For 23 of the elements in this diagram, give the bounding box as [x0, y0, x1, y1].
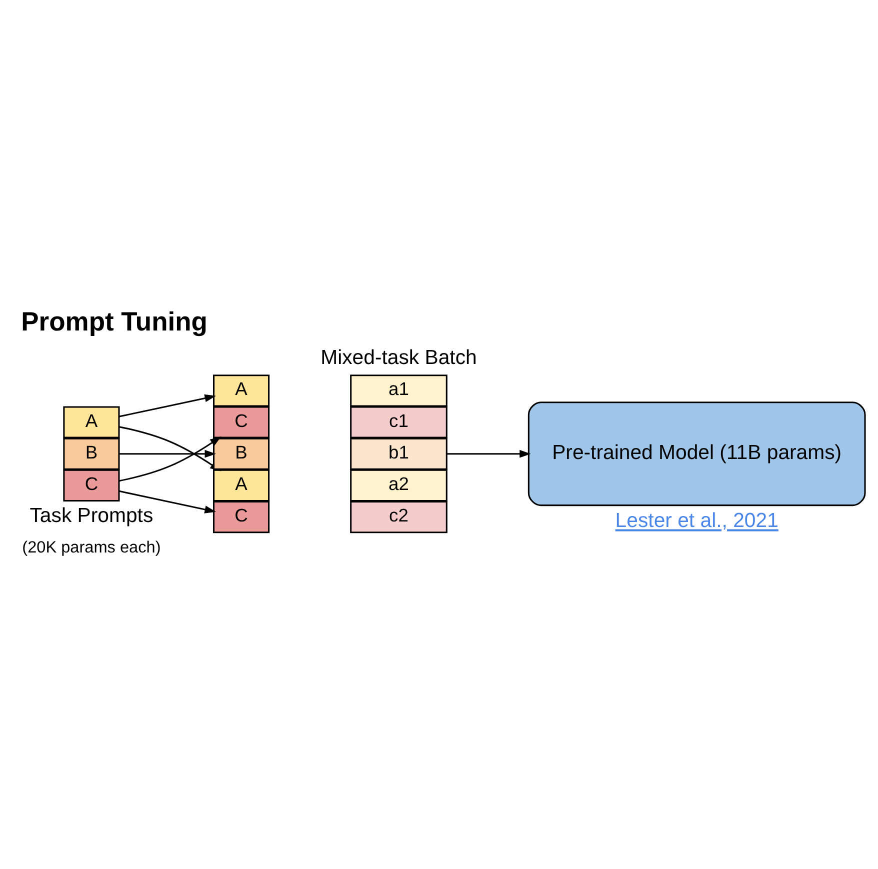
node-box: a1	[350, 374, 448, 406]
node-box: B	[213, 437, 270, 470]
node-box: a2	[350, 468, 448, 501]
arrow	[446, 449, 531, 458]
node-box: C	[63, 468, 120, 501]
label: (20K params each)	[22, 538, 161, 556]
arrow	[119, 490, 216, 513]
caption: Lester et al., 2021	[615, 510, 778, 532]
node-box: c1	[350, 406, 448, 438]
node-box: Pre-trained Model (11B params)	[528, 401, 866, 506]
node-box: c2	[350, 500, 448, 533]
node-box: b1	[350, 437, 448, 470]
node-box: A	[213, 374, 270, 406]
node-box: B	[63, 437, 120, 470]
label: Task Prompts	[30, 504, 154, 527]
arrow	[119, 394, 216, 417]
diagram-title: Prompt Tuning	[21, 306, 208, 336]
node-box: C	[213, 500, 270, 533]
node-box: A	[213, 468, 270, 501]
label: Mixed-task Batch	[320, 346, 477, 369]
arrow	[119, 449, 216, 458]
node-box: A	[63, 406, 120, 438]
node-box: C	[213, 406, 270, 438]
